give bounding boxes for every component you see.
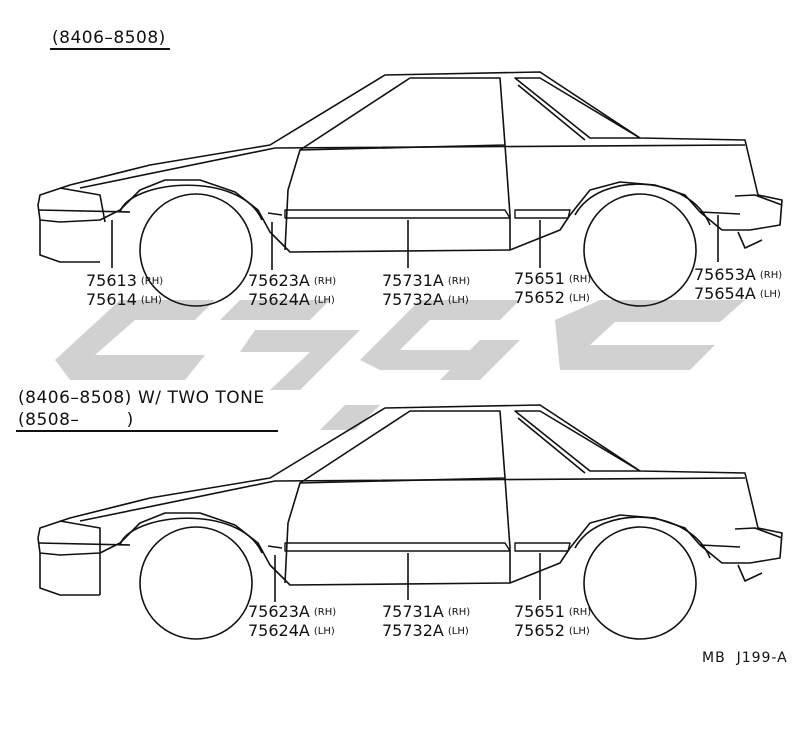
part-number: 75651 (514, 269, 565, 288)
bottom-period-underline (16, 430, 278, 432)
diagram-code: MB J199-A (702, 650, 788, 666)
part-number: 75623A (248, 602, 310, 621)
bottom-period-label-1: (8406–8508) (18, 388, 132, 408)
bottom-condition-label: W/ TWO TONE (138, 388, 265, 408)
part-number: 75613 (86, 271, 137, 290)
part-number: 75732A (382, 621, 444, 640)
part-number: 75654A (694, 284, 756, 303)
top-period-label: (8406–8508) (52, 28, 166, 48)
part-number: 75732A (382, 290, 444, 309)
part-number: 75653A (694, 265, 756, 284)
part-number: 75623A (248, 271, 310, 290)
part-number: 75731A (382, 271, 444, 290)
part-number: 75624A (248, 290, 310, 309)
part-number-group: 75731A(RH) 75732A(LH) (382, 602, 471, 640)
part-number: 75624A (248, 621, 310, 640)
part-number-group: 75651(RH) 75652(LH) (514, 269, 592, 307)
part-number-group: 75653A(RH) 75654A(LH) (694, 265, 783, 303)
part-number: 75731A (382, 602, 444, 621)
part-number-group: 75623A(RH) 75624A(LH) (248, 271, 337, 309)
top-period-underline (50, 48, 170, 50)
part-number: 75652 (514, 288, 565, 307)
part-number-group: 75613(RH) 75614(LH) (86, 271, 164, 309)
part-number-group: 75623A(RH) 75624A(LH) (248, 602, 337, 640)
part-number-group: 75651(RH) 75652(LH) (514, 602, 592, 640)
part-number-group: 75731A(RH) 75732A(LH) (382, 271, 471, 309)
part-number: 75652 (514, 621, 565, 640)
part-number: 75651 (514, 602, 565, 621)
bottom-period-label-2: (8508– ) (18, 410, 134, 430)
part-number: 75614 (86, 290, 137, 309)
